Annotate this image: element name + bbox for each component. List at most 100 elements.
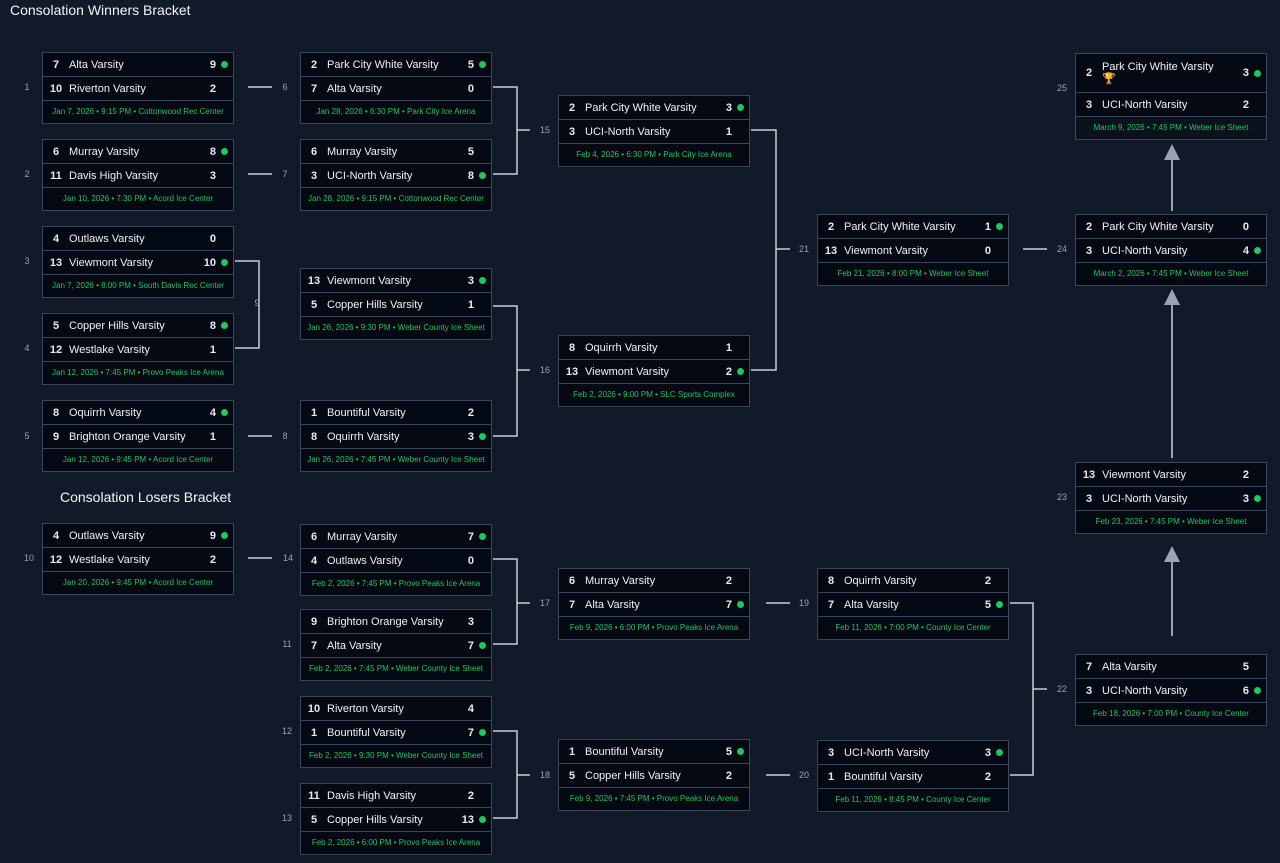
team-name-text: Brighton Orange Varsity [327, 615, 444, 628]
team-seed: 8 [52, 406, 60, 419]
winner-dot-icon [221, 409, 228, 416]
team-seed: 1 [568, 745, 576, 758]
winner-dot-icon [479, 409, 486, 416]
match-number: 17 [539, 598, 551, 608]
team-name-text: Murray Varsity [585, 574, 656, 587]
winner-dot-icon [221, 322, 228, 329]
team-score: 3 [725, 101, 732, 114]
team-score: 5 [984, 598, 991, 611]
match-info: Jan 28, 2026 • 6:30 PM • Park City Ice A… [316, 107, 476, 116]
team-score: 5 [467, 145, 474, 158]
team-score: 1 [984, 220, 991, 233]
team-name-text: Viewmont Varsity [585, 365, 669, 378]
team-name: Bountiful Varsity [327, 407, 458, 419]
team-seed: 5 [52, 319, 60, 332]
team-name: Alta Varsity [585, 599, 716, 611]
team-name-text: Alta Varsity [327, 639, 382, 652]
match-number: 25 [1056, 83, 1068, 93]
winner-dot-icon [479, 729, 486, 736]
team-score: 9 [209, 529, 216, 542]
match-number: 2 [24, 169, 30, 179]
match-info: Feb 2, 2026 • 9:00 PM • SLC Sports Compl… [573, 390, 735, 399]
team-seed: 7 [310, 82, 318, 95]
